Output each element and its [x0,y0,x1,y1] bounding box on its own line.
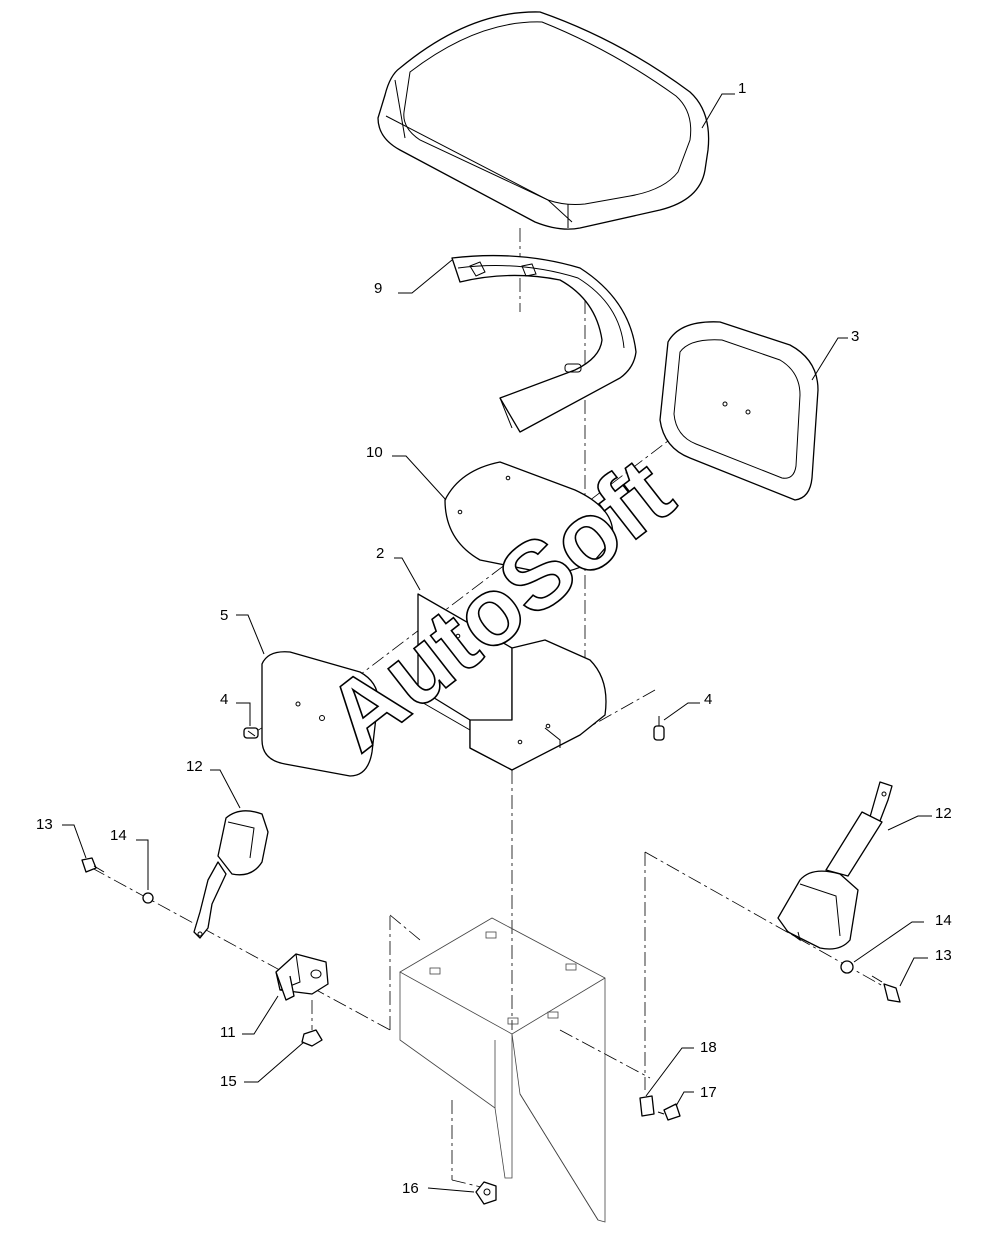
screw-right-part [653,716,665,741]
callout-4-right: 4 [704,691,712,708]
callout-1: 1 [738,80,746,97]
nut-part [301,1029,323,1047]
callout-15: 15 [220,1073,237,1090]
callout-12-left: 12 [186,758,203,775]
bolt-right-part [871,975,901,1003]
callout-9: 9 [374,280,382,297]
callout-13-left: 13 [36,816,53,833]
screw-left-part [243,727,259,739]
callout-11: 11 [220,1024,236,1041]
seat-pan-part [444,461,614,575]
callout-2: 2 [376,545,384,562]
support-bracket-part [417,593,607,771]
seatbelt-receiver-right-part [777,781,893,950]
callout-12-right: 12 [935,805,952,822]
callout-3: 3 [851,328,859,345]
seatbelt-buckle-left-part [193,810,269,939]
pedestal-housing-part [399,917,606,1223]
callout-14-left: 14 [110,827,127,844]
flange-bolt-part [475,1181,497,1205]
callout-10: 10 [366,444,383,461]
callout-13-right: 13 [935,947,952,964]
washer-right-part [840,960,854,974]
seat-cushion-part [377,11,710,230]
mounting-bracket-part [275,953,329,1001]
seat-trim-part [451,254,637,433]
callout-5: 5 [220,607,228,624]
backrest-part [659,321,819,501]
washer-left-part [142,892,154,904]
callout-16: 16 [402,1180,419,1197]
callout-4-left: 4 [220,691,228,708]
callout-14-right: 14 [935,912,952,929]
callout-17: 17 [700,1084,717,1101]
screw-17-part [657,1103,681,1121]
side-panel-part [261,651,379,777]
callout-labels: 1 9 3 10 2 5 4 4 12 12 13 14 14 13 11 15… [36,80,952,1197]
clip-nut-part [639,1095,655,1117]
bolt-left-part [81,857,105,873]
callout-18: 18 [700,1039,717,1056]
callout-leader-lines [62,93,932,1193]
